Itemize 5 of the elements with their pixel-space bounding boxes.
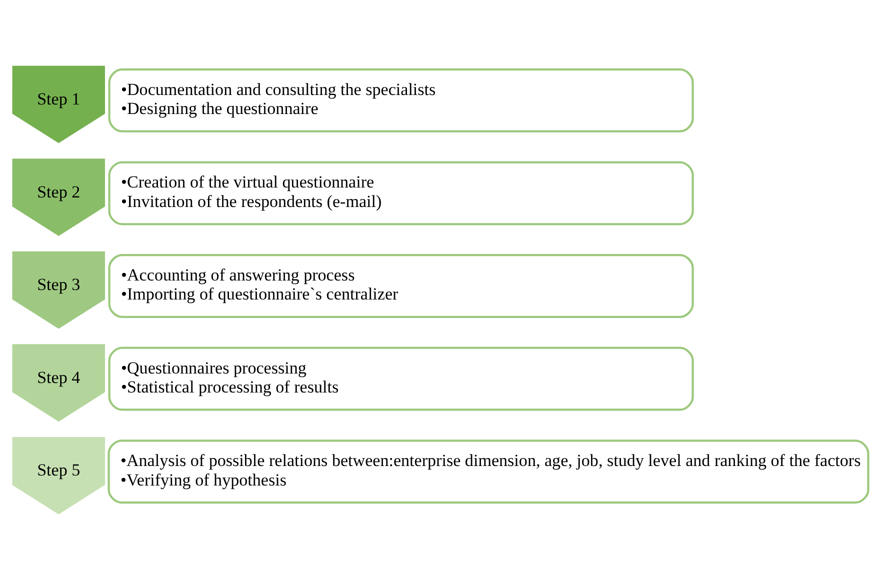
node-box: •Analysis of possible relations between:enterprise dimension, age, job, study level and ranking of the factors •Verifying of hypothesis <box>108 439 870 504</box>
node-box: •Questionnaires processing •Statistical processing of results <box>108 346 694 410</box>
node-box: •Creation of the virtual questionnaire •Invitation of the respondents (e-mail) <box>108 160 694 225</box>
node-box: •Accounting of answering process •Importing of questionnaire`s centralizer <box>108 254 694 318</box>
node-box: •Documentation and consulting the specialists •Designing the questionnaire <box>108 68 694 132</box>
